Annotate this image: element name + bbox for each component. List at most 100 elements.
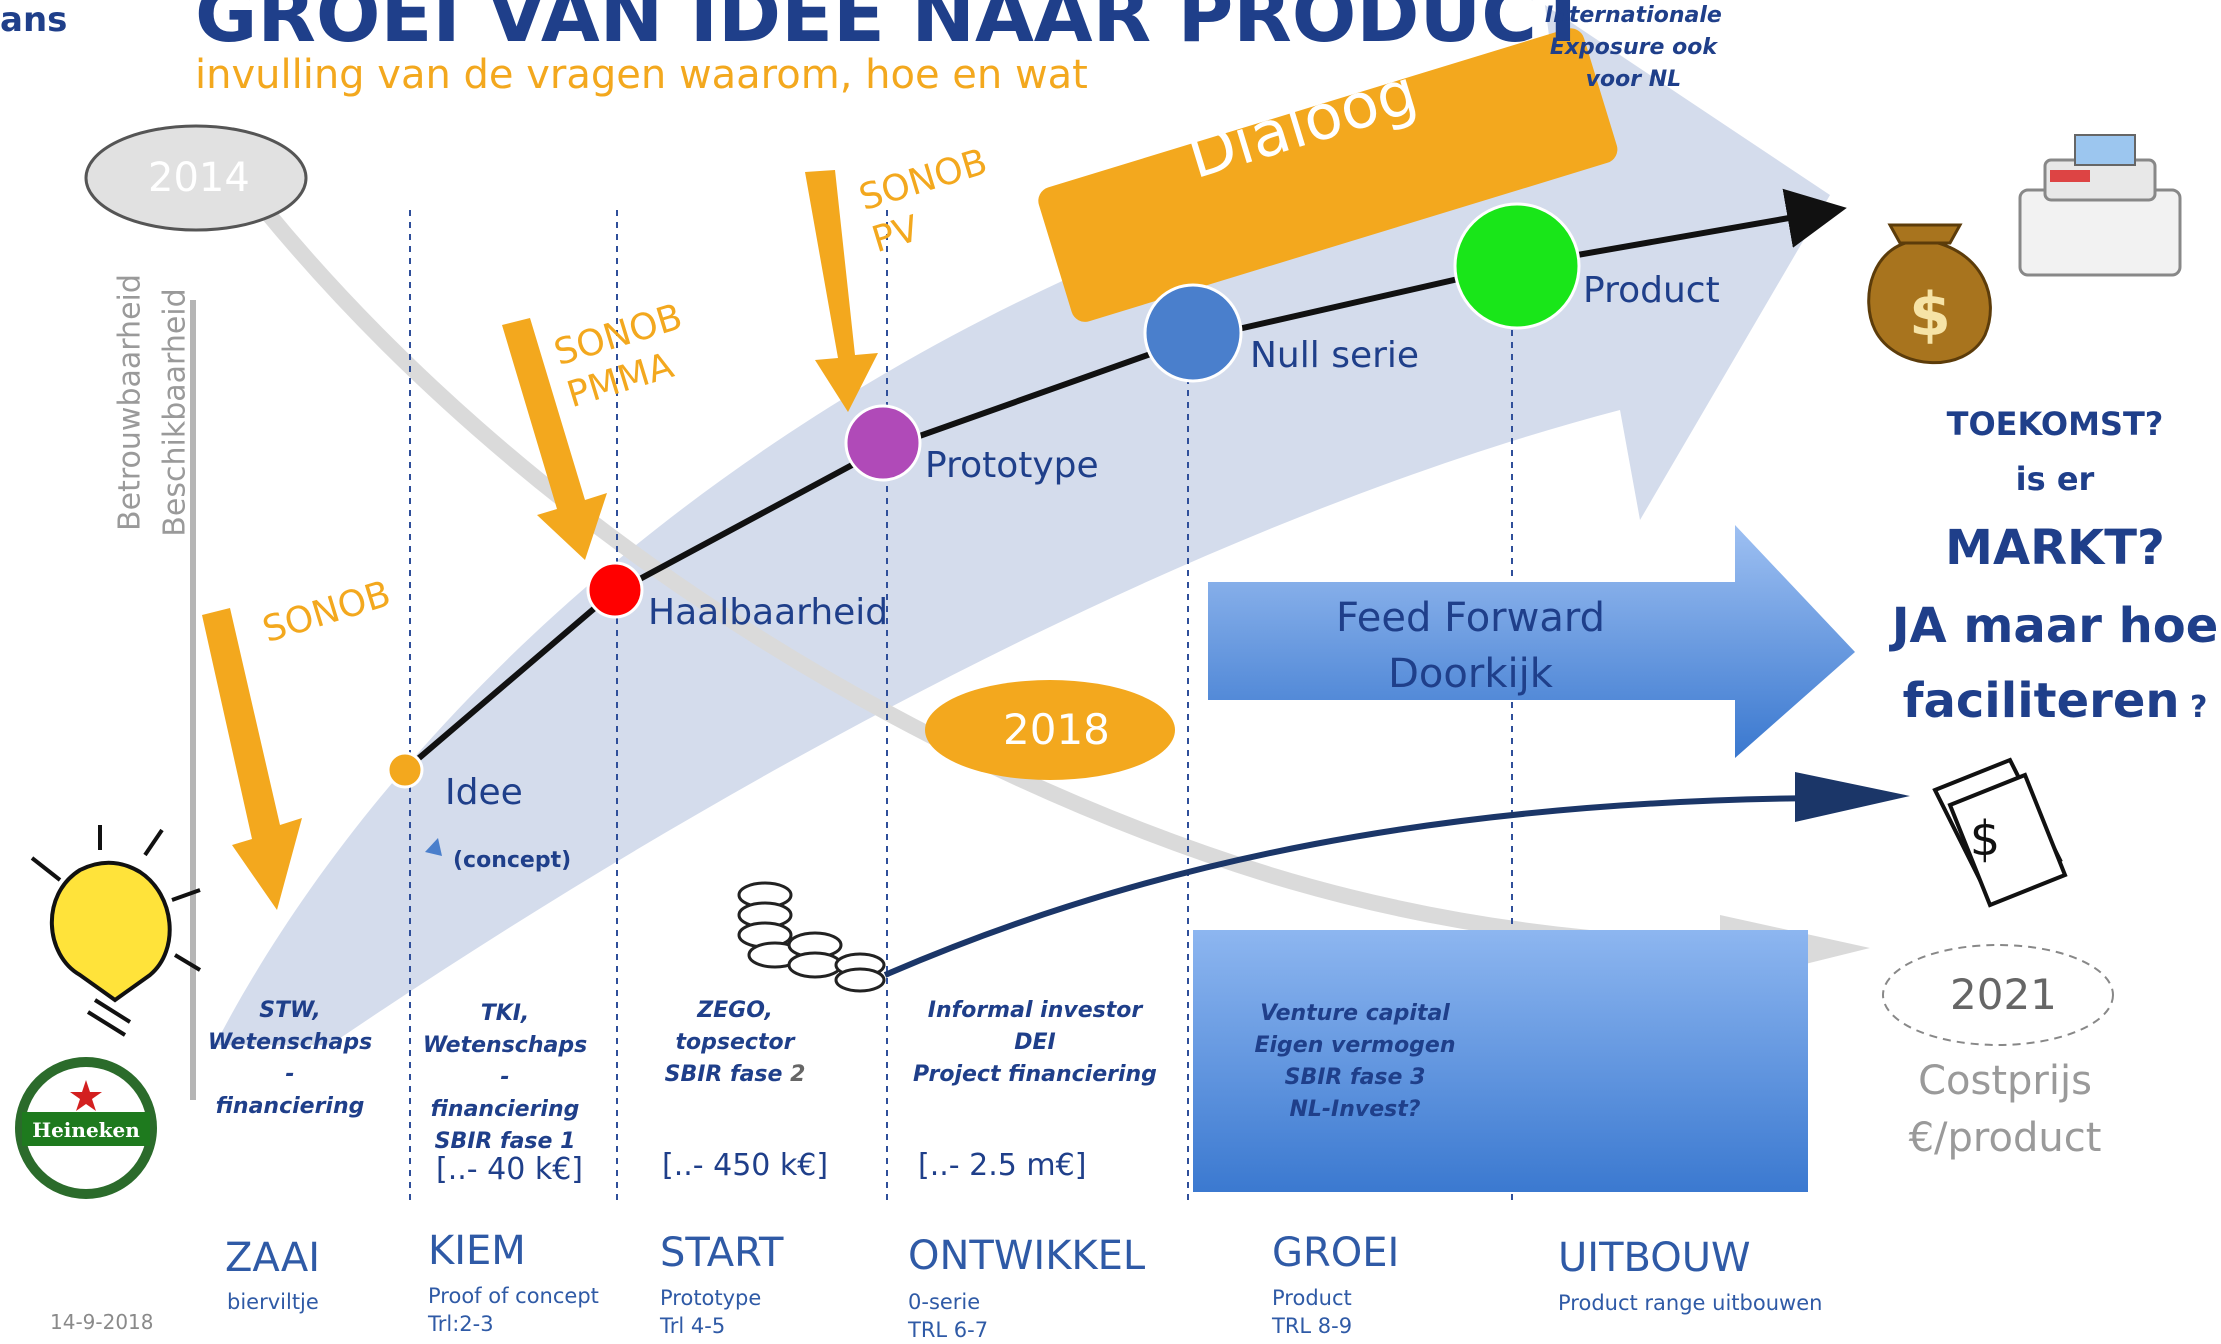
phase-zaai-sub: bierviltje	[227, 1290, 319, 1314]
feed-forward-arrow	[1208, 525, 1855, 758]
ja-maar-hoe-text: JA maar hoe	[1891, 598, 2219, 654]
milestone-label-prototype: Prototype	[925, 445, 1099, 486]
funding-kiem: TKI, Wetenschaps - financiering SBIR fas…	[415, 998, 595, 1158]
faciliteren-question: faciliteren ?	[1890, 673, 2220, 729]
heineken-logo: Heineken	[15, 1057, 157, 1199]
funding-groei-line: SBIR fase 3	[1284, 1065, 1426, 1090]
phase-uitbouw: UITBOUW	[1558, 1235, 1751, 1281]
dollar-bills-icon: $	[1932, 757, 2068, 908]
funding-zaai: STW, Wetenschaps - financiering	[205, 995, 375, 1123]
funding-zaai-line: financiering	[215, 1094, 365, 1119]
funding-kiem-line: financiering	[430, 1097, 580, 1122]
cash-register-icon	[2018, 134, 2182, 277]
funding-ontwikkel-line: Informal investor	[927, 998, 1143, 1023]
funding-groei-line: Venture capital	[1260, 1001, 1450, 1026]
feed-forward-label: Feed Forward Doorkijk	[1208, 590, 1733, 702]
funding-ontwikkel-line: Project financiering	[913, 1062, 1157, 1087]
funding-zaai-line: STW,	[259, 998, 321, 1023]
funding-zaai-line: Wetenschaps -	[207, 1030, 373, 1087]
svg-text:$: $	[1909, 280, 1951, 350]
funding-kiem-line: Wetenschaps -	[422, 1033, 588, 1090]
funding-kiem-line: TKI,	[480, 1001, 530, 1026]
amount-start: [..- 450 k€]	[662, 1148, 829, 1183]
funding-flow-curve	[883, 795, 1831, 978]
funding-groei: Venture capital Eigen vermogen SBIR fase…	[1230, 998, 1480, 1126]
funding-uitbouw-line: Exposure ook	[1549, 35, 1717, 60]
is-er-text: is er	[2015, 460, 2095, 498]
phase-kiem: KIEM	[428, 1228, 526, 1274]
toekomst-question: TOEKOMST?	[1946, 405, 2164, 443]
funding-uitbouw-line: voor NL	[1585, 67, 1682, 92]
milestone-label-null-serie: Null serie	[1250, 335, 1420, 376]
svg-text:$: $	[1970, 811, 2001, 867]
feed-forward-line1: Feed Forward	[1335, 595, 1605, 641]
faciliteren-mark: ?	[2179, 690, 2208, 725]
milestone-haalbaarheid	[586, 561, 644, 619]
coins-icon	[737, 881, 886, 993]
costprijs-unit: €/product	[1908, 1115, 2102, 1161]
year-2018: 2018	[1003, 705, 1110, 754]
oval-2021	[1882, 944, 2114, 1046]
growth-arrow-band	[215, 5, 1830, 1045]
phase-groei: GROEI	[1272, 1230, 1400, 1276]
funding-ontwikkel: Informal investor DEI Project financieri…	[900, 995, 1170, 1091]
milestone-product	[1453, 202, 1581, 330]
axis-label-beschikbaarheid: Beschikbaarheid	[157, 288, 193, 537]
phase-start: START	[660, 1230, 784, 1276]
amount-ontwikkel: [..- 2.5 m€]	[918, 1148, 1087, 1183]
milestone-label-idee: Idee	[445, 772, 523, 813]
year-2021: 2021	[1950, 970, 2057, 1019]
funding-uitbouw-line: Internationale	[1545, 3, 1722, 28]
funding-uitbouw: Internationale Exposure ook voor NL	[1545, 0, 1722, 96]
milestone-prototype	[844, 404, 922, 482]
costprijs-label: Costprijs	[1918, 1058, 2092, 1104]
funding-ontwikkel-line: DEI	[1014, 1030, 1056, 1055]
funding-start: ZEGO, topsector SBIR fase 2	[640, 995, 830, 1091]
phase-start-sub1: Prototype	[660, 1286, 762, 1310]
funding-start-line: topsector	[675, 1030, 795, 1055]
axis-label-betrouwbaarheid: Betrouwbaarheid	[112, 274, 148, 531]
phase-ontwikkel-sub1: 0-serie	[908, 1290, 981, 1314]
milestone-label-haalbaarheid: Haalbaarheid	[648, 592, 889, 633]
funding-groei-line: Eigen vermogen	[1254, 1033, 1456, 1058]
money-bag-icon: $	[1867, 223, 1992, 365]
phase-uitbouw-sub1: Product range uitbouwen	[1558, 1291, 1823, 1315]
markt-question: MARKT?	[1945, 520, 2165, 576]
slide-date: 14-9-2018	[50, 1310, 154, 1334]
oval-2014	[84, 124, 308, 232]
oval-2018	[925, 680, 1175, 780]
milestone-label-product: Product	[1583, 270, 1720, 311]
year-2014: 2014	[148, 155, 250, 201]
page-title: GROEI VAN IDEE NAAR PRODUCT	[195, 0, 1589, 59]
logo-text: ans	[0, 0, 68, 40]
phase-separators	[409, 210, 1513, 1200]
sonob-arrows	[202, 170, 878, 910]
svg-text:Heineken: Heineken	[32, 1118, 140, 1142]
milestone-label-concept: (concept)	[453, 848, 572, 873]
phase-ontwikkel-sub2: TRL 6-7	[908, 1318, 989, 1342]
phase-kiem-sub2: Trl:2-3	[428, 1312, 494, 1336]
funding-start-line: SBIR fase 2	[640, 1059, 830, 1091]
phase-start-sub2: Trl 4-5	[660, 1314, 726, 1338]
phase-zaai: ZAAI	[225, 1235, 321, 1281]
dialoog-banner	[1038, 28, 1618, 322]
light-bulb-icon	[30, 825, 202, 1037]
milestone-idee	[386, 751, 424, 789]
phase-groei-sub1: Product	[1272, 1286, 1352, 1310]
page-subtitle: invulling van de vragen waarom, hoe en w…	[195, 52, 1088, 98]
milestone-null-serie	[1143, 283, 1243, 383]
funding-kiem-line: SBIR fase 1	[434, 1129, 576, 1154]
funding-start-line: ZEGO,	[697, 998, 773, 1023]
funding-start-sbir: SBIR fase	[664, 1062, 791, 1087]
faciliteren-word: faciliteren	[1902, 673, 2180, 729]
feed-forward-line2: Doorkijk	[1388, 651, 1553, 697]
phase-groei-sub2: TRL 8-9	[1272, 1314, 1353, 1338]
funding-groei-line: NL-Invest?	[1289, 1097, 1421, 1122]
late-stage-box	[1193, 930, 1808, 1192]
amount-kiem: [..- 40 k€]	[436, 1152, 584, 1187]
funding-start-sbir-num: 2	[790, 1062, 806, 1087]
phase-kiem-sub1: Proof of concept	[428, 1284, 599, 1308]
phase-ontwikkel: ONTWIKKEL	[908, 1233, 1146, 1279]
